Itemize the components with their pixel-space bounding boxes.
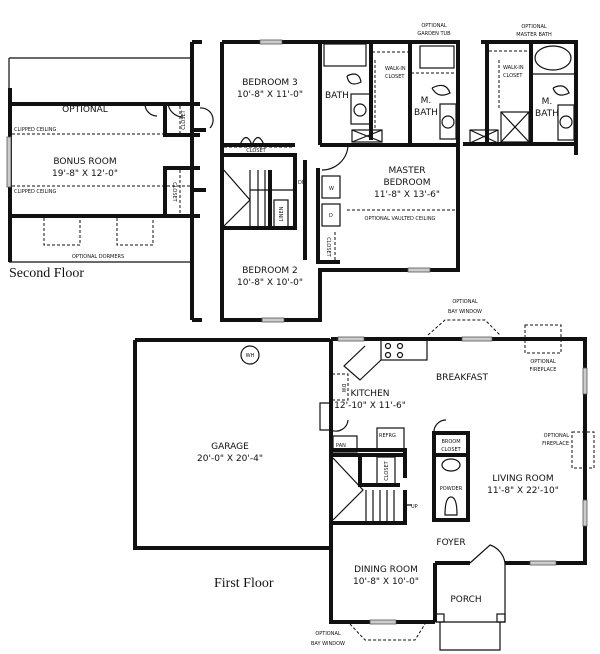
- bonus-closet-1: CLOSET: [181, 109, 187, 129]
- walk-in-closet-1: WALK-IN: [385, 66, 406, 72]
- hall-closet-label: CLOSET: [246, 148, 266, 154]
- garage-size: 20'-0" X 20'-4": [197, 454, 263, 464]
- dryer-label: D: [329, 213, 333, 219]
- bonus-room-size: 19'-8" X 12'-0": [52, 169, 118, 179]
- dining-name: DINING ROOM: [354, 565, 418, 575]
- bonus-room-name-2: BONUS ROOM: [53, 157, 116, 167]
- fireplace-top-1: OPTIONAL: [530, 359, 556, 365]
- second-floor-title: Second Floor: [9, 266, 84, 281]
- porch-label: PORCH: [450, 595, 481, 605]
- refrg-label: REFRG: [379, 433, 396, 439]
- dw-label: DW: [340, 384, 346, 393]
- second-floor-main: BEDROOM 3 10'-8" X 11'-0" BEDROOM 2 10'-…: [190, 23, 460, 323]
- bedroom2-name: BEDROOM 2: [242, 266, 298, 276]
- optional-master-bath: OPTIONAL MASTER BATH WALK-IN CLOSET M. B…: [463, 24, 578, 155]
- pan-label: PAN: [336, 443, 346, 449]
- bay-window-bottom-1: OPTIONAL: [315, 631, 341, 637]
- up-label: UP: [411, 504, 418, 510]
- broom-closet-1: BROOM: [441, 439, 460, 445]
- bath-label: BATH: [325, 91, 349, 101]
- clipped-ceiling-bottom: CLIPPED CEILING: [14, 189, 57, 195]
- dining-size: 10'-8" X 10'-0": [353, 577, 419, 587]
- optional-dormers: OPTIONAL DORMERS: [72, 254, 124, 260]
- opt-m-bath-2: BATH: [535, 109, 559, 119]
- fireplace-side-1: OPTIONAL: [544, 433, 570, 439]
- bonus-room-area: OPTIONAL BONUS ROOM 19'-8" X 12'-0" CLIP…: [6, 57, 214, 281]
- bedroom3-size: 10'-8" X 11'-0": [237, 90, 303, 100]
- fireplace-side-2: FIREPLACE: [542, 441, 569, 447]
- bedroom2-size: 10'-8" X 10'-0": [237, 278, 303, 288]
- master-size: 11'-8" X 13'-6": [374, 190, 440, 200]
- fireplace-top-2: FIREPLACE: [530, 367, 557, 373]
- kitchen-name: KITCHEN: [351, 389, 390, 399]
- living-size: 11'-8" X 22'-10": [487, 486, 559, 496]
- bedroom3-name: BEDROOM 3: [242, 78, 298, 88]
- stair-closet-label: CLOSET: [384, 460, 390, 480]
- washer-label: W: [329, 186, 334, 192]
- bonus-room-name-1: OPTIONAL: [62, 105, 108, 115]
- master-closet-label: CLOSET: [325, 237, 331, 257]
- first-floor-title: First Floor: [214, 576, 274, 591]
- wh-label: WH: [246, 353, 255, 359]
- master-name-2: BEDROOM: [384, 178, 431, 188]
- dn-label: DN: [298, 180, 306, 186]
- clipped-ceiling-top: CLIPPED CEILING: [14, 127, 57, 133]
- garage-name: GARAGE: [211, 442, 249, 452]
- garden-tub-1: OPTIONAL: [421, 23, 447, 29]
- opt-m-bath-1: M.: [542, 97, 553, 107]
- master-name-1: MASTER: [388, 166, 425, 176]
- bonus-closet-2: CLOSET: [171, 182, 177, 202]
- walk-in-closet-2: CLOSET: [385, 74, 405, 80]
- first-floor: WH GARAGE 20'-0" X 20'-4": [133, 299, 595, 651]
- bay-window-top-1: OPTIONAL: [452, 299, 478, 305]
- foyer-label: FOYER: [436, 538, 465, 548]
- linen-label: LINEN: [279, 206, 285, 221]
- living-name: LIVING ROOM: [492, 474, 553, 484]
- vaulted-ceiling: OPTIONAL VAULTED CEILING: [365, 216, 436, 222]
- bay-window-bottom-2: BAY WINDOW: [311, 641, 345, 647]
- broom-closet-2: CLOSET: [441, 447, 461, 453]
- m-bath-1: M.: [421, 96, 432, 106]
- powder-label: POWDER: [440, 486, 463, 492]
- opt-walk-in-1: WALK-IN: [503, 65, 524, 71]
- opt-master-bath-2: MASTER BATH: [516, 32, 552, 38]
- breakfast-label: BREAKFAST: [436, 373, 488, 383]
- garden-tub-2: GARDEN TUB: [417, 31, 451, 37]
- opt-master-bath-1: OPTIONAL: [521, 24, 547, 30]
- kitchen-size: 12'-10" X 11'-6": [334, 401, 406, 411]
- bay-window-top-2: BAY WINDOW: [448, 309, 482, 315]
- m-bath-2: BATH: [414, 108, 438, 118]
- opt-walk-in-2: CLOSET: [503, 73, 523, 79]
